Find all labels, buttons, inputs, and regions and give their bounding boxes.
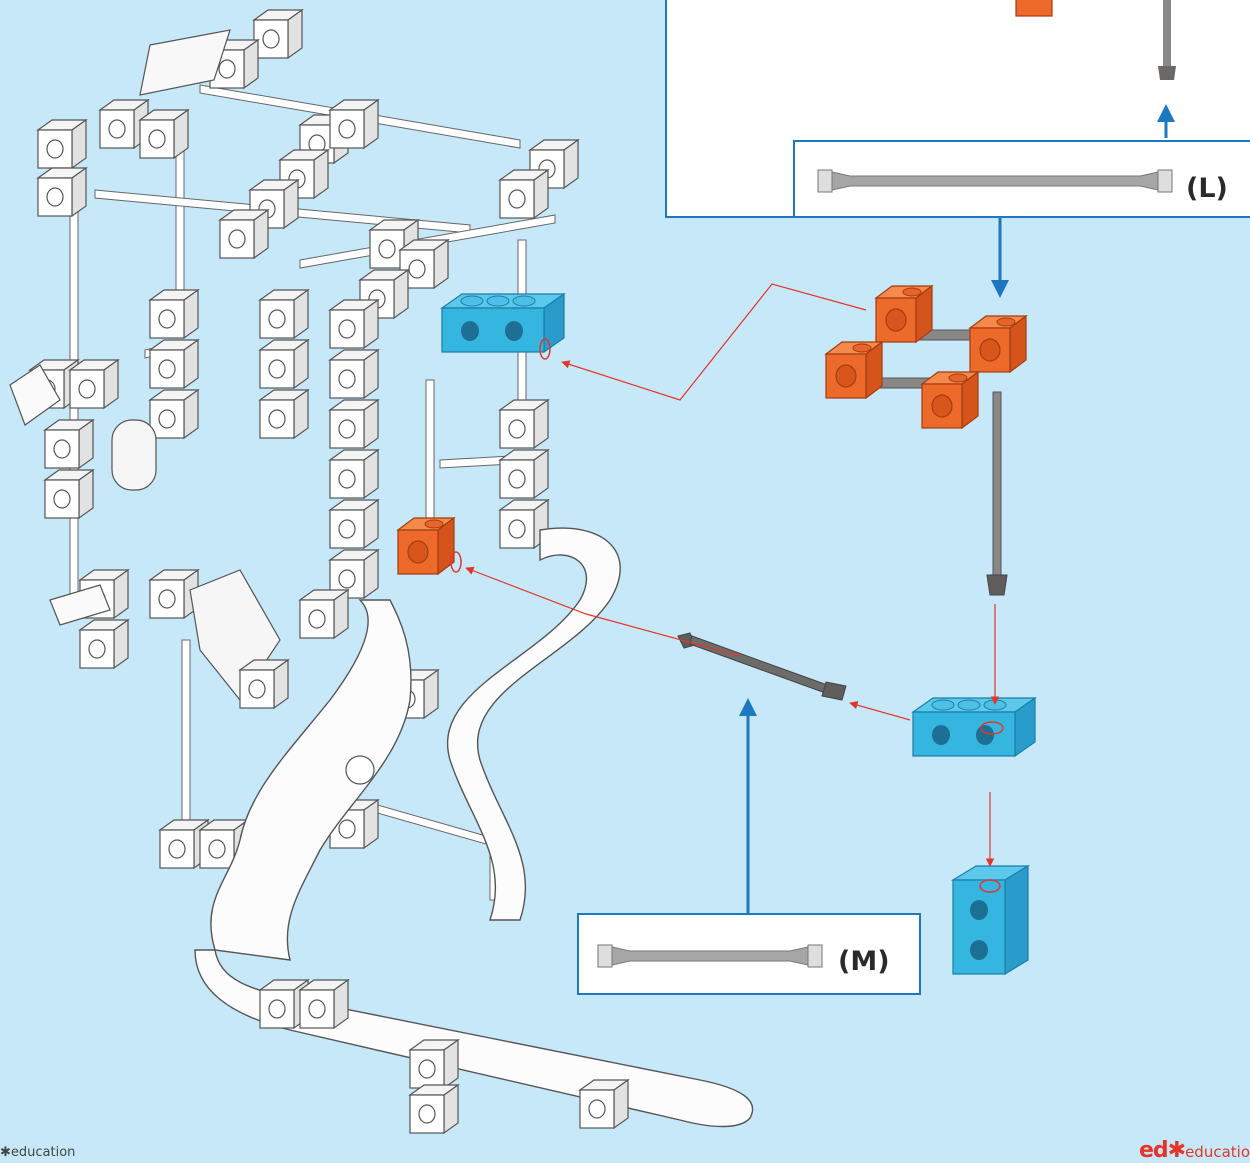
- structure-orange-cube: [397, 517, 462, 575]
- orange-subassembly: [825, 285, 1027, 596]
- assembly-arrows: [465, 283, 1000, 867]
- brand-logo-right: ed✱educatio: [1138, 1138, 1250, 1163]
- connector-L-icon: [817, 169, 1173, 193]
- brand-logo-left: ✱education: [0, 1145, 76, 1160]
- structure-blue-block: [441, 293, 565, 360]
- arrow-up-icon: [739, 698, 757, 913]
- connector-M-icon: [597, 944, 823, 968]
- part-label-L: (L): [1186, 173, 1228, 204]
- arrow-down-icon: [991, 218, 1009, 298]
- blue-cube-right: [950, 864, 1031, 976]
- blue-block-right: [912, 697, 1036, 757]
- white-structure: [9, 9, 754, 1134]
- part-label-M: (M): [838, 946, 890, 977]
- loose-connector-M: [677, 632, 847, 701]
